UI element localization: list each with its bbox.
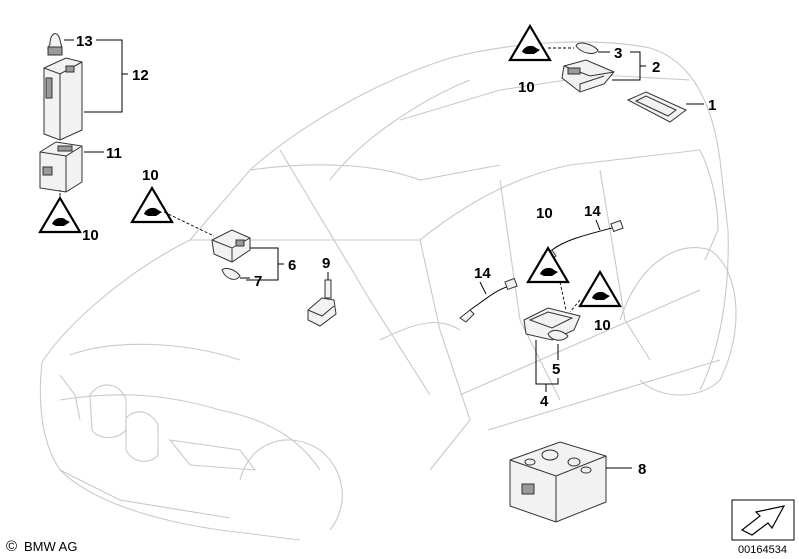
warning-triangle-icon (38, 195, 82, 234)
warning-triangle-icon (508, 23, 552, 62)
warning-triangle-icon (578, 269, 622, 308)
callout-14-right: 14 (584, 203, 601, 220)
callout-14-left: 14 (474, 265, 491, 282)
callout-labels: 13 12 11 10 10 6 7 9 10 3 2 1 10 14 14 1… (76, 33, 716, 478)
callout-9: 9 (322, 255, 330, 272)
footer: © BMW AG 00164534 (6, 499, 795, 556)
callout-8: 8 (638, 461, 646, 478)
part-2-reading-lamp (561, 59, 615, 93)
callout-3: 3 (614, 45, 622, 62)
part-8-control-unit (509, 441, 607, 523)
vehicle-front-details (59, 374, 257, 471)
callout-10-left-upper: 10 (142, 167, 159, 184)
diagram-number: 00164534 (738, 544, 787, 556)
part-14-wiring-lead-left (459, 277, 518, 323)
vehicle-outline (39, 41, 737, 541)
copyright-symbol: © (6, 538, 17, 555)
callout-6: 6 (288, 257, 296, 274)
part-6-map-light (211, 229, 251, 263)
callout-2: 2 (652, 59, 660, 76)
navigation-arrow-icon (731, 499, 795, 541)
part-12-lamp-housing (43, 57, 83, 141)
callout-1: 1 (708, 97, 716, 114)
part-13-bulb (47, 33, 63, 56)
part-1-light-frame (626, 91, 687, 123)
callout-7: 7 (254, 273, 262, 290)
callout-13: 13 (76, 33, 93, 50)
callout-12: 12 (132, 67, 149, 84)
callout-10-left-lower: 10 (82, 227, 99, 244)
part-7-bulb (221, 267, 241, 280)
part-9-sensor (307, 279, 337, 327)
warning-triangle-icon (130, 185, 174, 224)
part-4-door-lamp (523, 307, 581, 341)
callout-10-top: 10 (518, 79, 535, 96)
part-3-bulb (575, 42, 599, 54)
warning-triangle-icon (526, 245, 570, 284)
callout-5: 5 (552, 361, 560, 378)
part-14-wiring-lead-right (541, 219, 624, 263)
callout-10-door-lower: 10 (594, 317, 611, 334)
callout-10-door-upper: 10 (536, 205, 553, 222)
callout-4: 4 (540, 393, 549, 410)
leader-lines (59, 39, 704, 469)
part-5-bulb (547, 329, 569, 341)
callout-11: 11 (106, 145, 122, 162)
part-11-lamp-housing (39, 141, 83, 193)
brand-label: BMW AG (24, 539, 77, 554)
